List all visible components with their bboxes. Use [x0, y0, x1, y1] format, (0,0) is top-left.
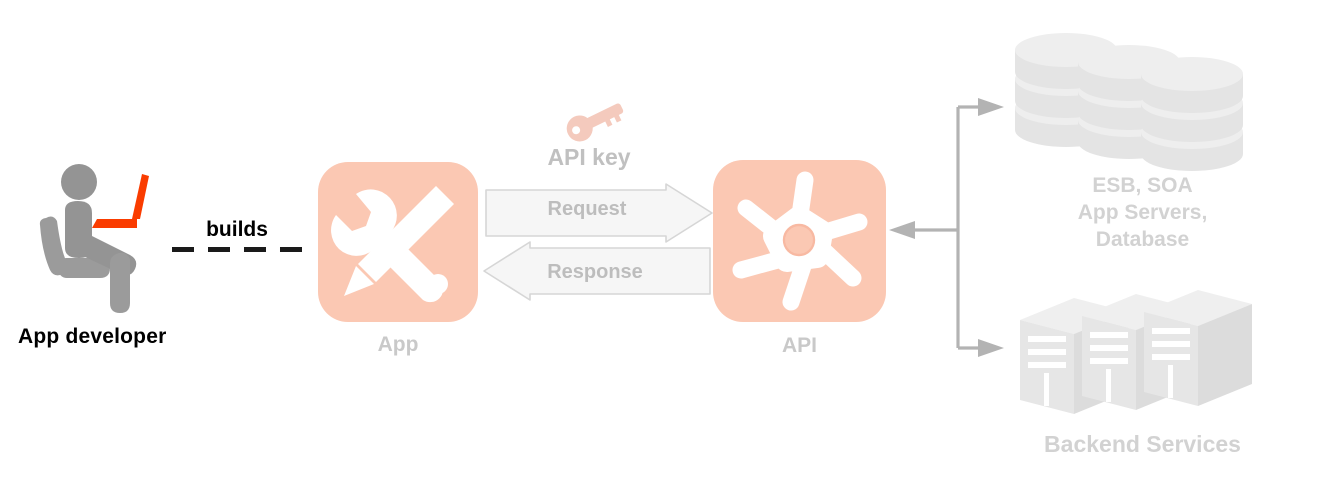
laptop-icon — [92, 219, 137, 228]
builds-label: builds — [206, 218, 268, 241]
api-key-label: API key — [547, 144, 631, 170]
api-node-tile[interactable] — [713, 160, 886, 322]
response-arrow — [482, 240, 712, 302]
api-hub-starburst-icon — [732, 171, 868, 311]
request-arrow-label: Request — [547, 198, 627, 220]
arrowhead-database — [978, 98, 1004, 116]
arrowhead-servers — [978, 339, 1004, 357]
datastore-label-group: ESB, SOA App Servers, Database — [1000, 172, 1285, 253]
wrench-pencil-icon — [331, 186, 454, 303]
backend-services-label: Backend Services — [1044, 431, 1241, 457]
app-node-label: App — [377, 333, 419, 356]
builds-dashed-line — [172, 247, 302, 252]
response-arrow-label: Response — [547, 261, 643, 283]
app-developer-figure — [39, 160, 175, 315]
app-node-tile[interactable] — [318, 162, 478, 322]
server-rack-icon — [1020, 282, 1260, 417]
arrowhead-api — [889, 221, 915, 239]
datastore-label-line3: Database — [1095, 228, 1190, 251]
api-key-icon — [560, 100, 630, 142]
request-arrow — [484, 182, 716, 244]
datastore-label-line2: App Servers, — [1077, 201, 1208, 224]
api-node-label: API — [781, 334, 817, 357]
database-stack-icon — [1015, 32, 1270, 171]
app-developer-label: App developer — [18, 325, 167, 348]
backend-connector-bus — [885, 90, 1015, 365]
seated-developer-icon — [39, 164, 149, 313]
datastore-label-line1: ESB, SOA — [1092, 174, 1193, 197]
